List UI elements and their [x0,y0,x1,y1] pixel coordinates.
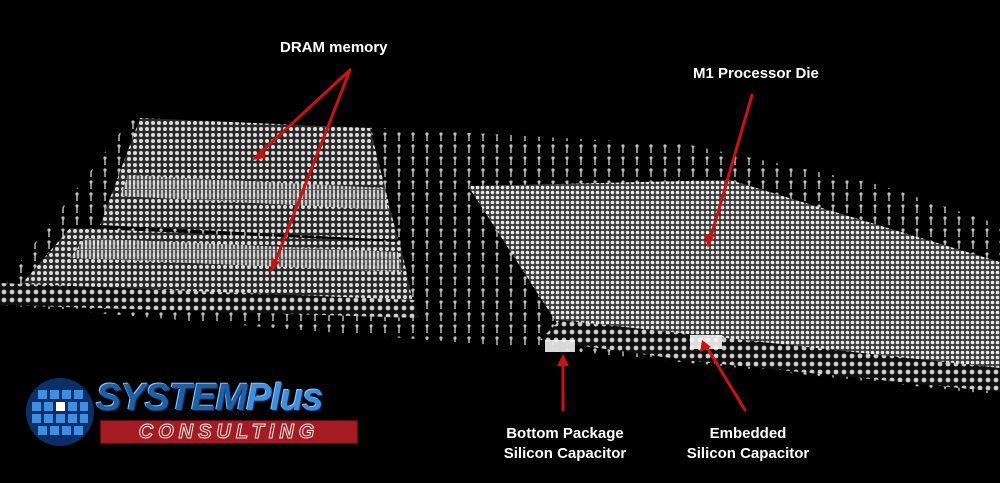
systemplus-consulting-logo: SYSTEMPlus CONSULTING [24,376,364,448]
arrow-heads [252,148,714,366]
logo-consulting-text: CONSULTING [138,421,320,444]
embedded-capacitor-label: Embedded Silicon Capacitor [668,424,828,464]
dram-package-rear [100,118,398,240]
logo-globe-icon [26,378,94,446]
embedded-capacitor-line-2: Silicon Capacitor [686,445,810,462]
m1-processor-die-label: M1 Processor Die [693,65,819,82]
bottom-package-capacitor-label: Bottom Package Silicon Capacitor [490,424,640,464]
logo-system-text: SYSTEM [96,377,247,419]
bottom-capacitor-line-1: Bottom Package [506,425,624,442]
arrow-dram-rear [256,68,352,157]
logo-wordmark: SYSTEMPlus [96,377,324,419]
annotation-arrows [256,68,754,412]
logo-plus-text: Plus [246,377,323,419]
m1-die-front-edge [540,320,1000,392]
arrow-dram-front [272,68,352,267]
dram-row-front [70,238,402,272]
embedded-silicon-capacitor [690,335,722,349]
dram-edge-bumps [0,283,418,318]
dram-memory-label: DRAM memory [280,39,388,56]
dram-row-rear [120,175,388,210]
arrow-embedded-cap [704,344,747,412]
embedded-capacitor-line-1: Embedded [709,425,787,442]
bottom-capacitor-line-2: Silicon Capacitor [503,445,627,462]
logo-consulting-band: CONSULTING [100,420,358,444]
bottom-package-silicon-capacitor [545,340,575,352]
arrow-m1-die [708,93,754,242]
